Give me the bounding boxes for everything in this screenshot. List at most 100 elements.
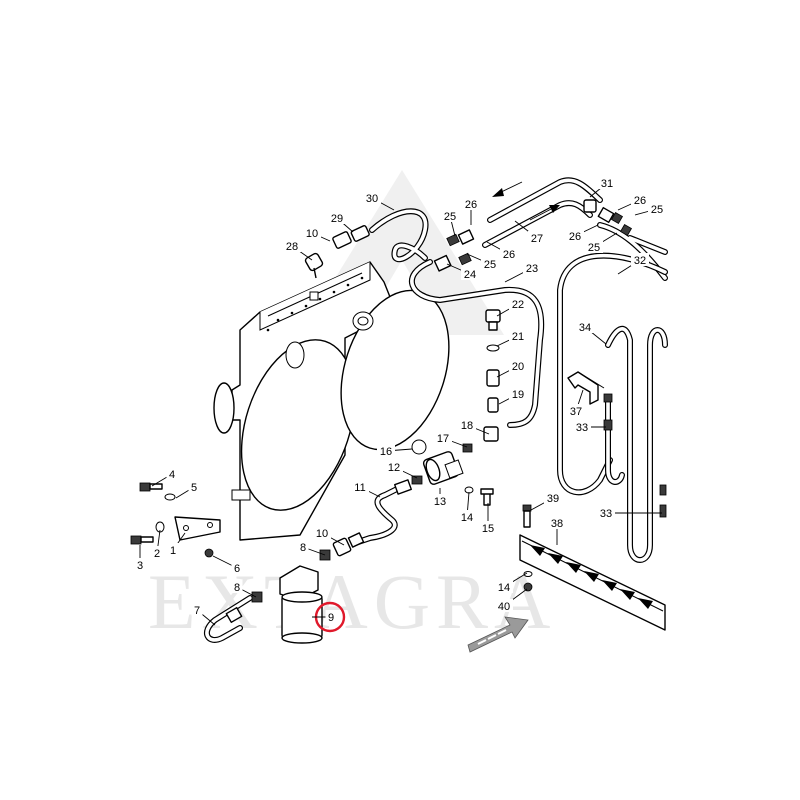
callout-c40[interactable]: 40 bbox=[498, 601, 510, 613]
callout-bg-c37 bbox=[567, 404, 585, 417]
fitting-10-bottom bbox=[332, 537, 352, 557]
callout-c26a[interactable]: 26 bbox=[465, 199, 477, 211]
callout-c39[interactable]: 39 bbox=[547, 493, 559, 505]
callout-c14a[interactable]: 14 bbox=[461, 512, 473, 524]
callout-c6[interactable]: 6 bbox=[234, 563, 240, 575]
callout-c1[interactable]: 1 bbox=[170, 545, 176, 557]
callout-c25d[interactable]: 25 bbox=[588, 242, 600, 254]
callout-labels: 1234567889101011121314141516171819202122… bbox=[134, 176, 666, 626]
fitting-31 bbox=[583, 199, 597, 213]
callout-c34[interactable]: 34 bbox=[579, 322, 591, 334]
callout-bg-c10a bbox=[313, 526, 331, 539]
callout-c30[interactable]: 30 bbox=[366, 193, 378, 205]
callout-bg-c25b bbox=[481, 257, 499, 270]
callout-c19[interactable]: 19 bbox=[512, 389, 524, 401]
callout-bg-c7 bbox=[191, 603, 203, 616]
callout-bg-c40 bbox=[495, 599, 513, 612]
callout-c5[interactable]: 5 bbox=[191, 482, 197, 494]
callout-c28[interactable]: 28 bbox=[286, 241, 298, 253]
callout-c21[interactable]: 21 bbox=[512, 331, 524, 343]
callout-bg-c1 bbox=[167, 543, 179, 556]
callout-c23[interactable]: 23 bbox=[526, 263, 538, 275]
callout-bg-c14b bbox=[495, 580, 513, 593]
callout-bg-c31 bbox=[598, 176, 616, 189]
callout-c32[interactable]: 32 bbox=[634, 255, 646, 267]
callout-bg-c26d bbox=[566, 229, 584, 242]
callout-c11[interactable]: 11 bbox=[354, 482, 365, 494]
callout-c22[interactable]: 22 bbox=[512, 299, 524, 311]
callout-bg-c8a bbox=[231, 580, 243, 593]
callout-c17[interactable]: 17 bbox=[437, 433, 449, 445]
callout-c8b[interactable]: 8 bbox=[300, 542, 306, 554]
callout-c25c[interactable]: 25 bbox=[651, 204, 663, 216]
orientation-arrow bbox=[467, 616, 529, 653]
callout-bg-c38 bbox=[548, 516, 566, 529]
callout-c31[interactable]: 31 bbox=[601, 178, 613, 190]
bolt-15 bbox=[483, 492, 491, 506]
callout-c26c[interactable]: 26 bbox=[634, 195, 646, 207]
fitting-24 bbox=[433, 254, 452, 272]
callout-c16[interactable]: 16 bbox=[380, 446, 392, 458]
fittings bbox=[130, 199, 667, 644]
sensor-22 bbox=[485, 309, 501, 331]
tee-18 bbox=[483, 426, 499, 442]
callout-c15[interactable]: 15 bbox=[482, 523, 494, 535]
flow-arrows bbox=[492, 181, 560, 221]
bolt-4 bbox=[139, 482, 163, 492]
callout-bg-c17 bbox=[434, 431, 452, 444]
callout-bg-c26a bbox=[462, 197, 480, 210]
bracket-37 bbox=[567, 371, 605, 405]
callout-c18[interactable]: 18 bbox=[461, 420, 473, 432]
callout-c2[interactable]: 2 bbox=[154, 548, 160, 560]
callout-c24[interactable]: 24 bbox=[464, 269, 476, 281]
callout-c26d[interactable]: 26 bbox=[569, 231, 581, 243]
callout-bg-c16 bbox=[377, 444, 395, 457]
callout-c13[interactable]: 13 bbox=[434, 496, 446, 508]
callout-bg-c24 bbox=[461, 267, 479, 280]
callout-c9[interactable]: 9 bbox=[328, 612, 334, 624]
callout-bg-c32 bbox=[631, 253, 649, 266]
callout-c37[interactable]: 37 bbox=[570, 406, 582, 418]
callout-bg-c21 bbox=[509, 329, 527, 342]
callout-bg-c22 bbox=[509, 297, 527, 310]
watermark-text: EXTAGRA bbox=[148, 558, 556, 645]
adapter-20 bbox=[486, 369, 500, 387]
nut-8-bottom bbox=[251, 591, 263, 603]
callout-bg-c13 bbox=[431, 494, 449, 507]
callout-bg-c14a bbox=[458, 510, 476, 523]
callout-bg-c29 bbox=[328, 211, 346, 224]
callout-c27[interactable]: 27 bbox=[531, 233, 543, 245]
callout-c25b[interactable]: 25 bbox=[484, 259, 496, 271]
callout-bg-c18 bbox=[458, 418, 476, 431]
callout-c29[interactable]: 29 bbox=[331, 213, 343, 225]
callout-bg-c28 bbox=[283, 239, 301, 252]
callout-bg-c25d bbox=[585, 240, 603, 253]
callout-c25a[interactable]: 25 bbox=[444, 211, 456, 223]
callout-c20[interactable]: 20 bbox=[512, 361, 524, 373]
callout-c10b[interactable]: 10 bbox=[306, 228, 318, 240]
gearbox-housing bbox=[213, 261, 450, 541]
callout-bg-c33b bbox=[597, 506, 615, 519]
callout-bg-c11 bbox=[351, 480, 369, 493]
callout-c14b[interactable]: 14 bbox=[498, 582, 510, 594]
callout-c3[interactable]: 3 bbox=[137, 560, 143, 572]
callout-c33b[interactable]: 33 bbox=[600, 508, 612, 520]
callout-c10a[interactable]: 10 bbox=[316, 528, 328, 540]
callout-c38[interactable]: 38 bbox=[551, 518, 563, 530]
callout-c4[interactable]: 4 bbox=[169, 469, 175, 481]
callout-bg-c23 bbox=[523, 261, 541, 274]
fitting-19 bbox=[487, 397, 499, 413]
callout-bg-c3 bbox=[134, 558, 146, 571]
callout-bg-c33a bbox=[573, 420, 591, 433]
callout-c33a[interactable]: 33 bbox=[576, 422, 588, 434]
callout-bg-c27 bbox=[528, 231, 546, 244]
nut-6 bbox=[204, 548, 214, 558]
bracket-1 bbox=[174, 516, 221, 541]
callout-c26b[interactable]: 26 bbox=[503, 249, 515, 261]
callout-c7[interactable]: 7 bbox=[194, 605, 200, 617]
callout-c8a[interactable]: 8 bbox=[234, 582, 240, 594]
tube-34 bbox=[605, 325, 668, 563]
callout-c12[interactable]: 12 bbox=[388, 462, 400, 474]
callout-bg-c4 bbox=[166, 467, 178, 480]
